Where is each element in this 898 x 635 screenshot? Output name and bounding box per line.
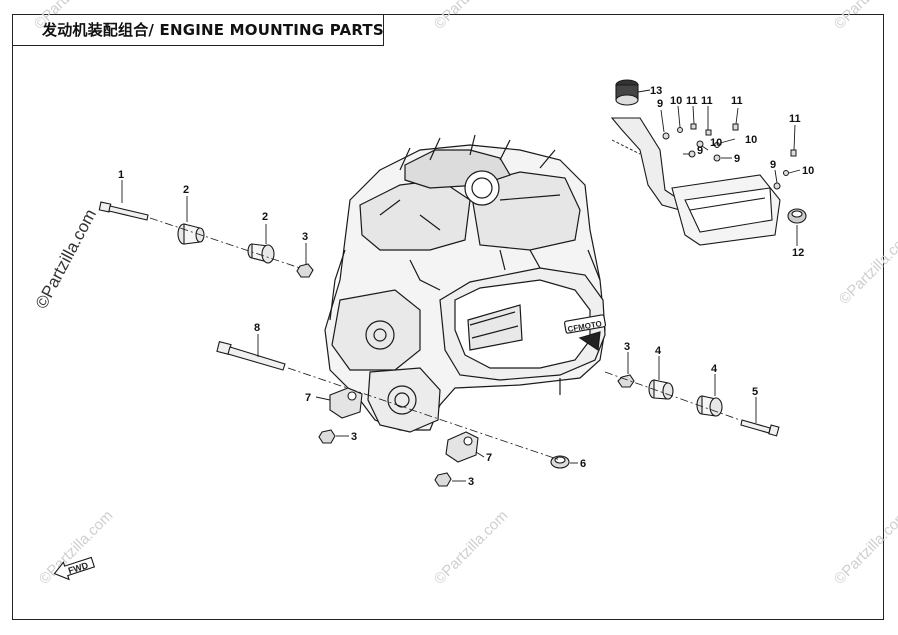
callout-label: 10 <box>710 137 722 149</box>
callout-label: 4 <box>655 345 662 357</box>
callout-label: 2 <box>262 211 268 223</box>
arrow-left-icon <box>53 556 96 581</box>
part-rear-mount-bracket <box>610 117 781 246</box>
part-nut <box>318 429 336 444</box>
part-bolt-long <box>98 201 149 221</box>
watermark: ©Partzilla.com <box>836 227 898 308</box>
part-mount-bracket <box>329 387 363 419</box>
callout-label: 3 <box>351 431 357 443</box>
callout-label: 11 <box>789 113 801 125</box>
callout-label: 6 <box>580 458 586 470</box>
watermark: ©Partzilla.com <box>431 0 512 33</box>
watermark: ©Partzilla.com <box>831 507 898 588</box>
watermark: ©Partzilla.com <box>31 0 112 33</box>
part-small-fasteners <box>662 123 797 190</box>
part-flange-nut <box>550 455 570 469</box>
callout-label: 4 <box>711 363 718 375</box>
callout-label: 10 <box>802 165 814 177</box>
part-bolt-long <box>216 341 286 371</box>
callout-label: 5 <box>752 386 758 398</box>
watermark: ©Partzilla.com <box>36 507 117 588</box>
callout-label: 3 <box>468 476 474 488</box>
callout-label: 13 <box>650 85 662 97</box>
callout-label: 9 <box>657 98 663 110</box>
callout-label: 11 <box>701 95 713 107</box>
watermark: ©Partzilla.com <box>32 206 100 312</box>
part-bolt <box>740 419 780 437</box>
callout-label: 9 <box>734 153 740 165</box>
part-nut <box>296 263 314 278</box>
callout-labels: 1 2 2 3 3 3 3 4 4 5 6 7 7 8 9 9 9 9 10 1… <box>118 85 814 488</box>
part-nut <box>434 472 452 487</box>
diagram-frame <box>12 14 884 620</box>
leader-lines <box>121 89 801 482</box>
callout-label: 10 <box>670 95 682 107</box>
callout-label: 8 <box>254 322 260 334</box>
part-bushing <box>177 223 205 245</box>
callout-label: 7 <box>486 452 492 464</box>
title-box: 发动机装配组合/ ENGINE MOUNTING PARTS <box>12 14 384 46</box>
callout-label: 12 <box>792 247 804 259</box>
callout-label: 1 <box>118 169 124 181</box>
part-rubber-cap <box>615 79 639 106</box>
callout-label: 9 <box>770 159 776 171</box>
callout-label: 9 <box>697 145 703 157</box>
assembly-axis-lines <box>149 217 741 461</box>
watermark: ©Partzilla.com <box>431 507 512 588</box>
part-flange-nut <box>787 208 807 224</box>
callout-label: 3 <box>624 341 630 353</box>
callout-label: 11 <box>686 95 698 107</box>
callout-label: 11 <box>731 95 743 107</box>
part-bushing <box>247 243 275 264</box>
callout-label: 2 <box>183 184 189 196</box>
callout-label: 10 <box>745 134 757 146</box>
callout-label: 3 <box>302 231 308 243</box>
page-title: 发动机装配组合/ ENGINE MOUNTING PARTS <box>42 21 384 39</box>
callout-label: 7 <box>305 392 311 404</box>
part-bushing <box>648 379 674 400</box>
part-nut <box>617 374 635 388</box>
part-mount-bracket <box>445 431 479 463</box>
watermark: ©Partzilla.com <box>831 0 898 33</box>
engine-assembly: CFMOTO <box>324 134 607 433</box>
part-bushing <box>696 395 723 417</box>
